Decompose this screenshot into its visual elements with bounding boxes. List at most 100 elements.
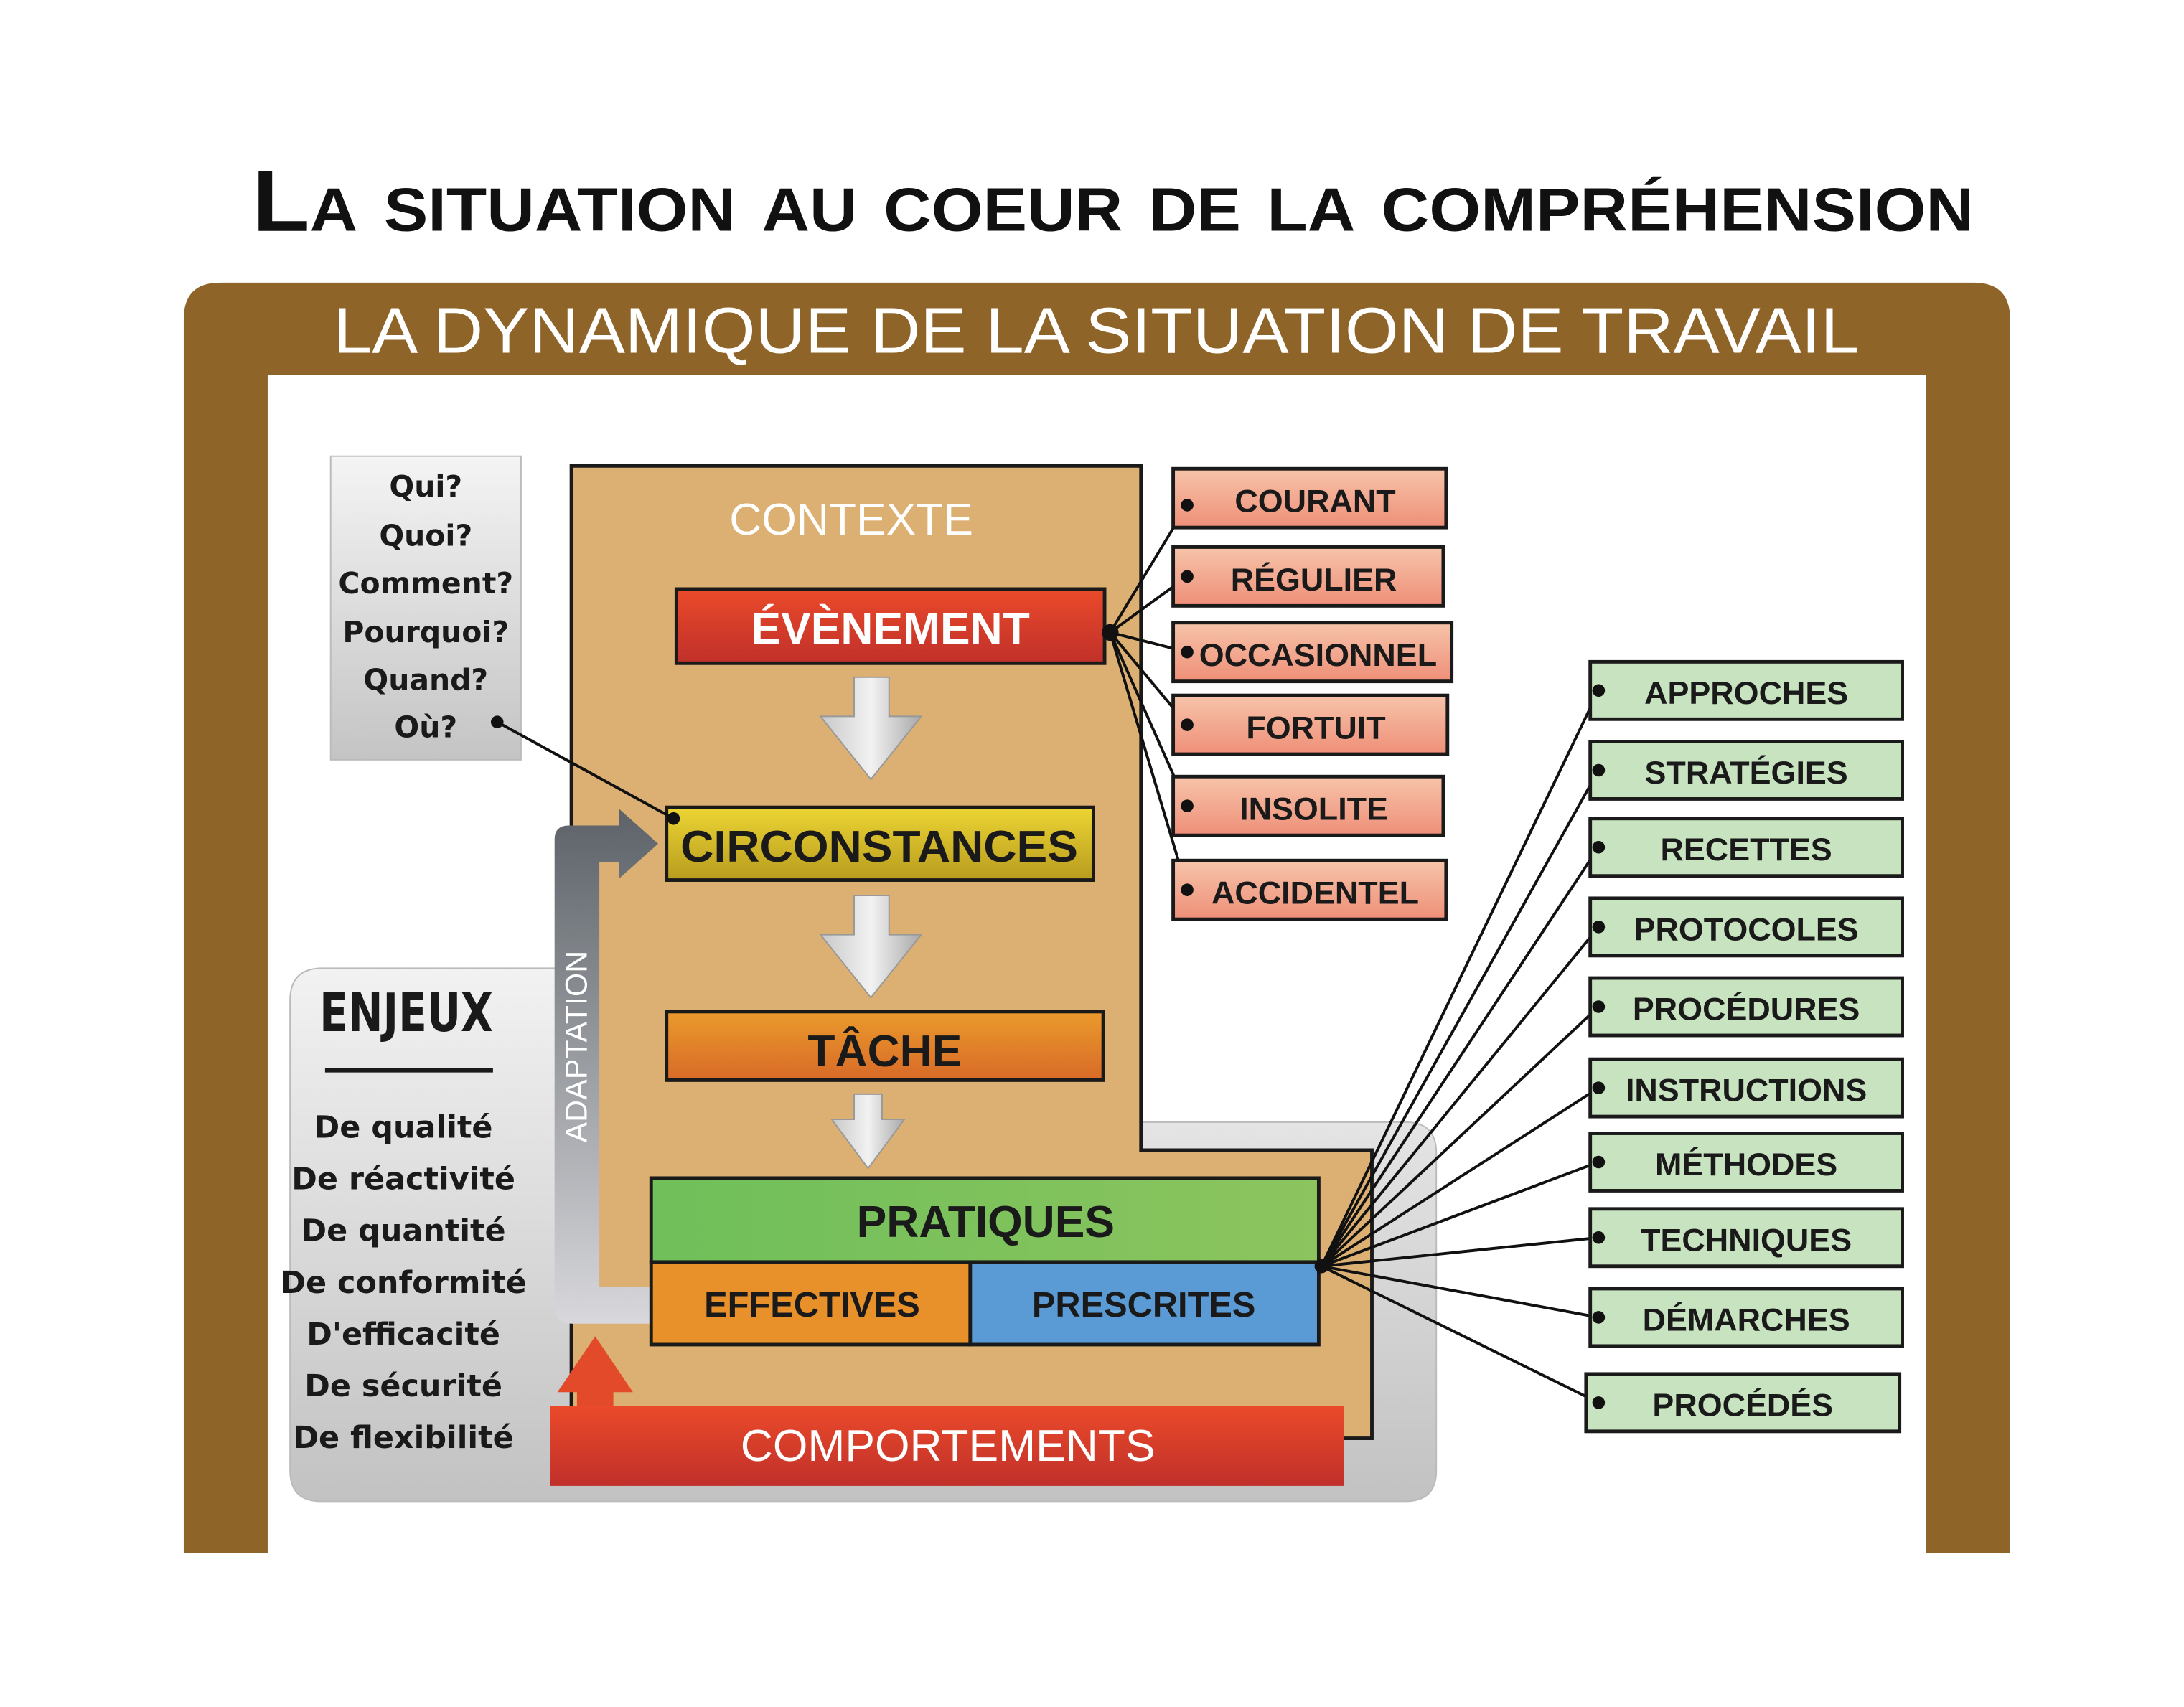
connector-dot xyxy=(1592,1081,1606,1094)
connector-line xyxy=(1321,1264,1599,1319)
enjeu-item: D'efficacité xyxy=(306,1317,500,1353)
connector-dot xyxy=(1592,1155,1606,1169)
enjeu-item: De sécurité xyxy=(304,1368,502,1404)
practice-type-label: RECETTES xyxy=(1661,831,1832,867)
connector-line xyxy=(1320,926,1600,1267)
practice-type-label: DÉMARCHES xyxy=(1643,1301,1850,1337)
circonstances-box xyxy=(665,805,1095,882)
connector-dot xyxy=(1181,645,1194,659)
comportements-bar xyxy=(550,1406,1344,1486)
practice-type-label: MÉTHODES xyxy=(1655,1146,1837,1182)
adaptation-arrow xyxy=(554,809,658,1324)
connector-dot xyxy=(1592,1311,1606,1324)
connector-dot xyxy=(1181,499,1194,512)
practice-type-label: PROTOCOLES xyxy=(1634,911,1859,947)
connector-line xyxy=(1321,1236,1599,1268)
practice-type-box xyxy=(1588,740,1904,801)
circonstances-label: CIRCONSTANCES xyxy=(680,822,1078,872)
connector-line xyxy=(1320,690,1600,1267)
practice-type-label: PROCÉDÉS xyxy=(1652,1386,1833,1423)
connector-line xyxy=(1320,1005,1600,1268)
practice-type-box xyxy=(1588,1132,1904,1193)
practice-type-box xyxy=(1588,659,1904,721)
practice-type-label: APPROCHES xyxy=(1644,674,1848,711)
practice-type-label: TECHNIQUES xyxy=(1641,1221,1852,1258)
question-item: Quoi? xyxy=(379,518,472,552)
arrow-up-icon xyxy=(557,1336,633,1408)
evenement-box xyxy=(674,587,1107,665)
pratiques-label: PRATIQUES xyxy=(857,1198,1115,1247)
context-label: CONTEXTE xyxy=(729,495,973,545)
enjeux-title: ENJEUX xyxy=(319,982,493,1044)
connector-dot xyxy=(1592,684,1606,697)
tache-box xyxy=(665,1010,1105,1082)
connector-dot xyxy=(1592,1231,1606,1244)
effectives-box xyxy=(649,1260,973,1347)
connector-hub xyxy=(1102,624,1119,641)
questions-box xyxy=(329,455,522,761)
event-type-label: OCCASIONNEL xyxy=(1199,636,1437,673)
connector-dot xyxy=(1592,1396,1606,1409)
event-type-box xyxy=(1171,466,1448,530)
event-type-label: INSOLITE xyxy=(1239,791,1388,827)
connector-dot xyxy=(1181,718,1194,731)
practice-type-label: STRATÉGIES xyxy=(1645,754,1848,791)
effectives-label: EFFECTIVES xyxy=(704,1286,920,1325)
connector-line xyxy=(1321,1265,1600,1404)
arrow-down-icon xyxy=(830,1093,906,1170)
connector-line xyxy=(1320,769,1600,1267)
pratiques-box xyxy=(649,1176,1321,1264)
question-item: Quand? xyxy=(363,662,488,697)
connector-line xyxy=(1108,631,1189,890)
event-type-label: FORTUIT xyxy=(1246,710,1385,746)
event-type-box xyxy=(1171,545,1445,608)
tache-label: TÂCHE xyxy=(807,1025,962,1076)
connector-dot xyxy=(1592,763,1606,777)
practice-type-label: INSTRUCTIONS xyxy=(1626,1072,1867,1109)
connector-line xyxy=(1321,1160,1600,1268)
event-type-box xyxy=(1171,621,1454,684)
evenement-label: ÉVÈNEMENT xyxy=(751,603,1030,654)
question-item: Où? xyxy=(394,710,457,745)
event-type-label: RÉGULIER xyxy=(1231,561,1397,598)
event-type-box xyxy=(1171,693,1450,756)
practice-type-label: PROCÉDURES xyxy=(1633,991,1860,1028)
connector-dot xyxy=(1592,921,1606,934)
connector-dot xyxy=(1592,1000,1606,1013)
connector-dot xyxy=(1181,799,1194,812)
connector-dot xyxy=(1181,570,1194,583)
practice-type-box xyxy=(1584,1372,1902,1434)
question-item: Pourquoi? xyxy=(342,615,509,649)
connector-dot xyxy=(1181,883,1194,896)
connector-line xyxy=(1321,1086,1600,1268)
connector-dot xyxy=(667,812,680,825)
connector-hub xyxy=(1314,1259,1329,1274)
event-type-box xyxy=(1171,774,1445,837)
practice-type-box xyxy=(1588,976,1904,1038)
prescrites-label: PRESCRITES xyxy=(1032,1286,1256,1325)
event-type-label: ACCIDENTEL xyxy=(1211,875,1419,911)
arrow-down-icon xyxy=(819,895,923,999)
connector-dot xyxy=(1592,840,1606,854)
practice-type-box xyxy=(1588,817,1904,878)
enjeu-item: De quantité xyxy=(301,1213,506,1249)
event-type-box xyxy=(1171,858,1448,921)
prescrites-box xyxy=(968,1260,1321,1347)
connector-line xyxy=(1320,846,1600,1267)
arrow-down-icon xyxy=(819,676,923,781)
practice-type-box xyxy=(1588,1057,1904,1119)
page-title: La situation au coeur de la compréhensio… xyxy=(252,153,1973,250)
practice-type-box xyxy=(1588,1287,1904,1348)
connector-line xyxy=(496,720,675,820)
enjeu-item: De flexibilité xyxy=(293,1420,513,1456)
question-item: Qui? xyxy=(389,469,462,504)
enjeu-item: De qualité xyxy=(314,1109,493,1145)
comportements-label: COMPORTEMENTS xyxy=(741,1421,1156,1471)
practice-type-box xyxy=(1588,896,1904,958)
practice-type-box xyxy=(1588,1207,1904,1269)
adaptation-label: ADAPTATION xyxy=(560,951,594,1143)
event-type-label: COURANT xyxy=(1234,483,1395,519)
enjeu-item: De conformité xyxy=(280,1265,526,1301)
banner-title: LA DYNAMIQUE DE LA SITUATION DE TRAVAIL xyxy=(334,295,1859,367)
